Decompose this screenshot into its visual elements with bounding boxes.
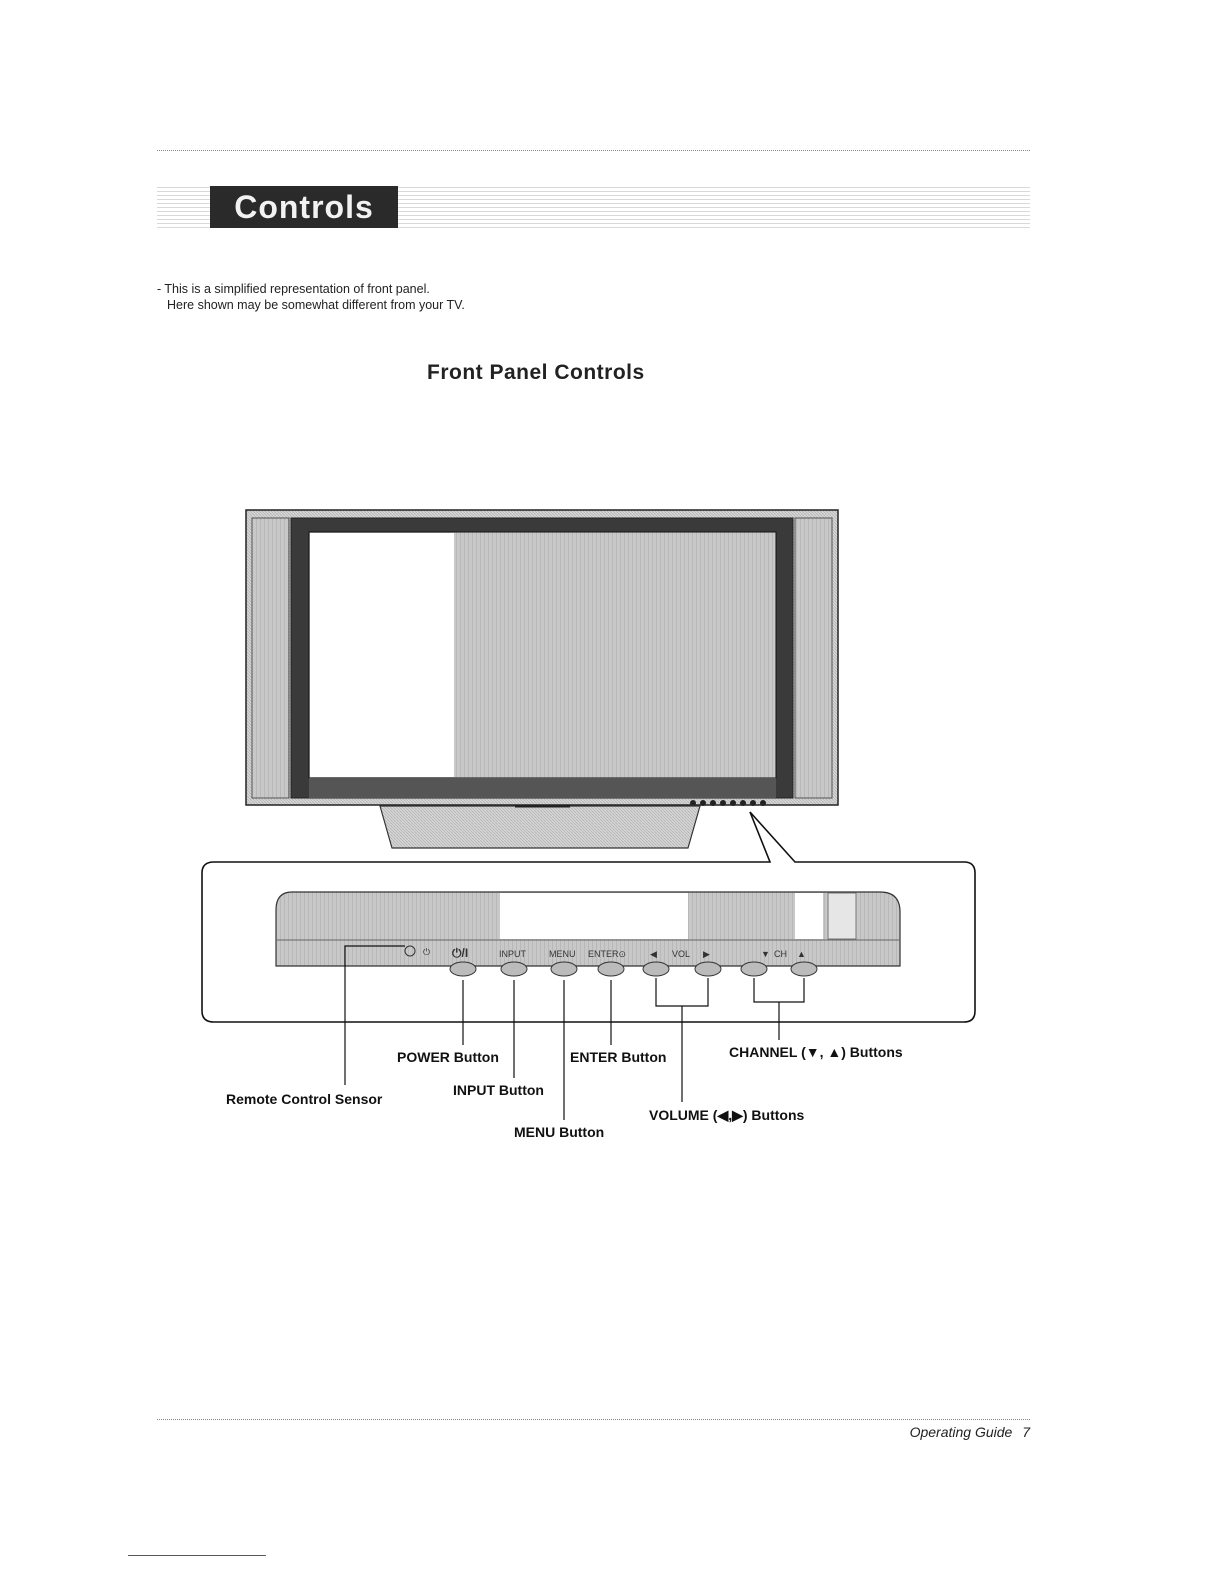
tv-illustration (245, 509, 839, 849)
left-speaker (251, 517, 290, 799)
power-button-shape (449, 961, 477, 977)
intro-note: - This is a simplified representation of… (157, 281, 465, 313)
remote-sensor-icon (404, 945, 416, 957)
menu-strip-label: MENU (549, 949, 576, 959)
page-number: 7 (1022, 1424, 1030, 1440)
standby-icon: ⏻ (423, 947, 430, 957)
intro-line-2: Here shown may be somewhat different fro… (167, 298, 465, 312)
page-footer: Operating Guide 7 (910, 1424, 1030, 1440)
leader-lines (344, 945, 805, 1120)
menu-button-shape (550, 961, 578, 977)
input-strip-label: INPUT (499, 949, 527, 959)
vol-right-arrow-icon: ▶ (703, 949, 710, 959)
control-strip: ⏻ ⏻/I INPUT MENU ENTER⊙ ◀ VOL ▶ ▼ CH ▲ (275, 891, 901, 977)
bottom-rule (157, 1419, 1030, 1420)
right-speaker (794, 517, 833, 799)
page-title: Controls (234, 188, 374, 225)
ch-up-button-shape (790, 961, 818, 977)
channel-buttons-label: CHANNEL (▼, ▲) Buttons (729, 1044, 903, 1060)
vol-strip-label: VOL (672, 949, 690, 959)
enter-strip-label: ENTER⊙ (588, 949, 626, 959)
vol-up-button-shape (694, 961, 722, 977)
section-header: Controls (210, 186, 398, 228)
intro-line-1: - This is a simplified representation of… (157, 282, 430, 296)
power-button-label: POWER Button (397, 1049, 499, 1065)
input-button-label: INPUT Button (453, 1082, 544, 1098)
front-panel-title: Front Panel Controls (427, 361, 645, 384)
power-symbol-label: ⏻/I (452, 946, 468, 960)
tv-mini-buttons (690, 800, 766, 806)
vol-left-arrow-icon: ◀ (650, 949, 657, 959)
zoom-balloon (201, 811, 976, 1023)
enter-button-label: ENTER Button (570, 1049, 667, 1065)
ch-down-button-shape (740, 961, 768, 977)
enter-button-shape (597, 961, 625, 977)
volume-buttons-label: VOLUME (◀,▶) Buttons (649, 1107, 805, 1123)
tv-stand (379, 805, 701, 849)
footer-label: Operating Guide (909, 1424, 1013, 1440)
ch-up-arrow-icon: ▲ (797, 949, 806, 959)
bottom-link-underline (128, 1555, 266, 1556)
remote-sensor-label: Remote Control Sensor (226, 1091, 383, 1107)
ch-strip-label: CH (774, 949, 787, 959)
top-rule (157, 150, 1030, 151)
menu-button-label: MENU Button (514, 1124, 605, 1140)
ch-down-arrow-icon: ▼ (761, 949, 770, 959)
vol-down-button-shape (642, 961, 670, 977)
input-button-shape (500, 961, 528, 977)
